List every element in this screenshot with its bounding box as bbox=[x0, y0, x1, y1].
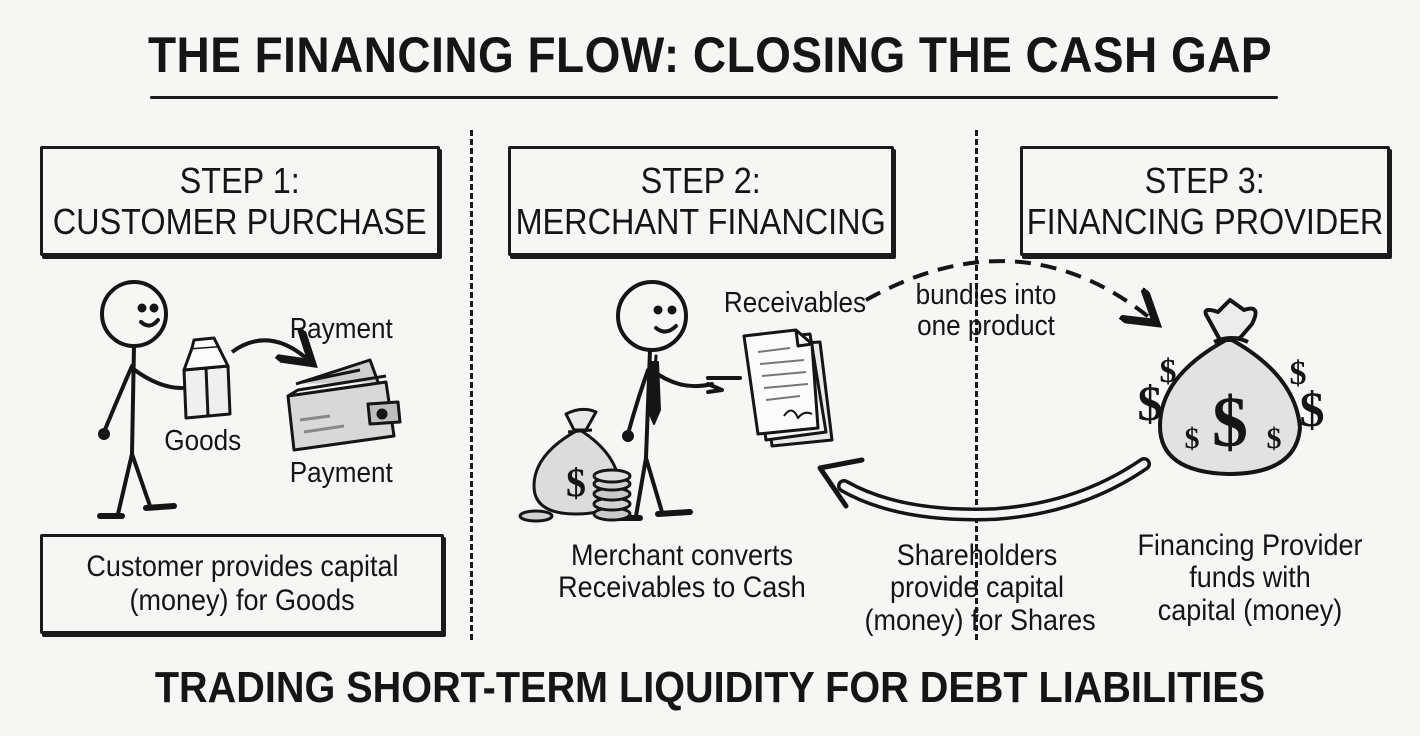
step-2-description-line-2: Receivables to Cash bbox=[558, 571, 806, 605]
bundles-label-line-1: bundles into bbox=[915, 279, 1057, 311]
step-2-heading-box: STEP 2: MERCHANT FINANCING bbox=[508, 146, 894, 256]
dollar-sign-icon: $ bbox=[566, 460, 586, 505]
bundles-label-line-2: one product bbox=[917, 310, 1055, 343]
step-3-title: FINANCING PROVIDER bbox=[1026, 201, 1384, 242]
payment-label-bottom: Payment bbox=[289, 457, 393, 489]
payment-label-top: Payment bbox=[289, 313, 393, 345]
dollar-sign-icon: $ bbox=[1160, 353, 1177, 390]
capital-return-arrowhead-icon bbox=[817, 457, 865, 509]
receivables-label: Receivables bbox=[723, 287, 867, 319]
step-2-number: STEP 2: bbox=[640, 159, 762, 201]
floating-dollar-signs-icon: $ $ $ $ bbox=[1138, 353, 1325, 437]
wallet-icon bbox=[286, 358, 402, 452]
step-1-description-box: Customer provides capital (money) for Go… bbox=[40, 534, 444, 634]
step-2-description-line-1: Merchant converts bbox=[570, 539, 794, 572]
dollar-sign-icon: $ bbox=[1290, 355, 1307, 392]
title-underline bbox=[150, 96, 1278, 99]
step-3-number: STEP 3: bbox=[1144, 159, 1266, 201]
step-3-description-line-2: funds with bbox=[1189, 561, 1311, 595]
step-1-description-line-2: (money) for Goods bbox=[129, 584, 355, 617]
step-2-description: Merchant converts Receivables to Cash bbox=[532, 539, 832, 605]
step-3-description: Financing Provider funds with capital (m… bbox=[1110, 529, 1390, 627]
section-divider-1 bbox=[470, 130, 473, 640]
customer-figure-icon bbox=[97, 280, 184, 519]
step-2-title: MERCHANT FINANCING bbox=[515, 201, 887, 242]
milk-carton-icon bbox=[182, 336, 232, 420]
dollar-sign-icon: $ bbox=[1267, 422, 1282, 455]
shareholders-label: Shareholders provide capital (money) for… bbox=[852, 539, 1102, 637]
step-3-description-line-3: capital (money) bbox=[1157, 593, 1343, 627]
payment-arrow-icon bbox=[230, 340, 306, 358]
diagram-footer: TRADING SHORT-TERM LIQUIDITY FOR DEBT LI… bbox=[154, 663, 1266, 712]
dollar-sign-large-icon: $ bbox=[1212, 382, 1248, 462]
coin-stack-icon bbox=[518, 468, 632, 523]
bundles-label: bundles into one product bbox=[905, 279, 1067, 343]
shareholders-label-line-2: provide capital bbox=[889, 571, 1065, 605]
step-1-title: CUSTOMER PURCHASE bbox=[53, 201, 427, 242]
shareholders-label-line-3: (money) for Shares bbox=[864, 603, 1096, 637]
dollar-sign-icon: $ bbox=[1185, 422, 1200, 455]
step-1-heading-box: STEP 1: CUSTOMER PURCHASE bbox=[40, 146, 440, 256]
shareholders-label-line-1: Shareholders bbox=[896, 539, 1058, 572]
merchant-figure-icon bbox=[615, 280, 742, 521]
step-3-description-line-1: Financing Provider bbox=[1137, 529, 1363, 562]
bundles-arrow-icon bbox=[865, 259, 1150, 318]
step-3-heading-box: STEP 3: FINANCING PROVIDER bbox=[1020, 146, 1390, 256]
diagram-title: THE FINANCING FLOW: CLOSING THE CASH GAP bbox=[147, 27, 1273, 83]
goods-label: Goods bbox=[164, 425, 242, 457]
step-1-number: STEP 1: bbox=[179, 159, 301, 201]
dollar-sign-icon: $ bbox=[1300, 381, 1325, 437]
section-divider-2 bbox=[975, 130, 978, 640]
receivables-documents-icon bbox=[742, 328, 834, 448]
money-bag-large-icon: $ $ $ bbox=[1158, 298, 1302, 476]
step-1-description-line-1: Customer provides capital bbox=[85, 549, 399, 583]
dollar-sign-icon: $ bbox=[1138, 375, 1163, 431]
